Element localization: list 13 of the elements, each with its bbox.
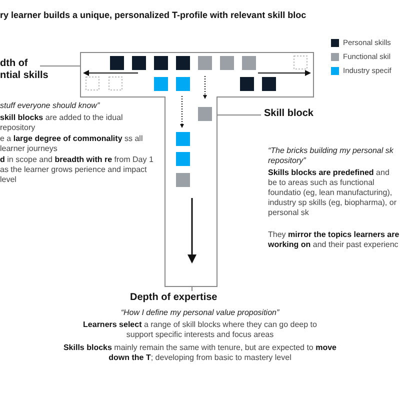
quote-text: stuff everyone should know” <box>0 101 101 111</box>
note-text: d in scope and breadth with re from Day 1 as the learner grows perience and impact level <box>0 155 154 185</box>
heading-label: dth of ntial skills <box>0 58 50 84</box>
heading-label: Depth of expertise <box>130 292 270 306</box>
callout-label: Skill block <box>264 108 334 122</box>
note-text: Learners select a range of skill blocks where they can go deep to support specific interests and focus areas <box>82 320 318 340</box>
skill-block <box>198 107 212 121</box>
quote-text: “How I define my personal value proposition” <box>120 308 280 318</box>
note-text: They mirror the topics learners are working on and their past experienc <box>268 230 400 250</box>
note-text: Skills blocks mainly remain the same with tenure, but are expected to move down the T; developing from basic to mastery level <box>62 343 338 363</box>
title: ry learner builds a unique, personalized T-profile with relevant skill bloc <box>0 10 308 20</box>
quote-text: “The bricks building my personal sk repository” <box>268 146 394 166</box>
note-text: Skills blocks are predefined and be to areas such as functional foundatio (eg, lean manufacturing), industry sp skills (eg, biopharma), or personal sk <box>268 168 398 218</box>
